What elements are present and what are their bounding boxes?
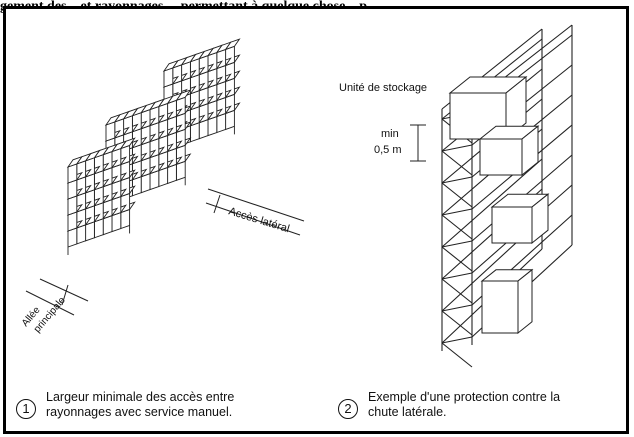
aisle-dimension-lines (25, 188, 305, 316)
caption-2-line-2: chute latérale. (368, 405, 447, 419)
rack-brace (441, 310, 473, 336)
rack-beam (441, 176, 473, 184)
rack-brace (441, 150, 473, 176)
rack-brace (441, 182, 473, 208)
box-top (104, 113, 122, 126)
storage-units (448, 75, 550, 335)
aisle-side-label: Accès latéral (227, 205, 291, 235)
storage-box-side (521, 125, 539, 177)
rack-beam (441, 158, 543, 248)
caption-1-line-1: Largeur minimale des accès entre (46, 390, 235, 404)
box-top (162, 59, 180, 72)
rack-beam (441, 208, 473, 216)
storage-box-side (531, 193, 549, 245)
min-label-2: 0,5 m (374, 144, 402, 156)
min-label-1: min (381, 128, 399, 140)
storage-box (481, 280, 519, 334)
caption-number-1: 1 (16, 399, 36, 419)
shelving-illustration-1 (66, 38, 241, 255)
storage-box (491, 206, 533, 244)
rack-brace (441, 342, 473, 368)
min-distance-marker (410, 124, 426, 162)
rack-beam (441, 336, 473, 344)
storage-box-side (517, 268, 533, 335)
diagram-canvas: Accès latéral Allée principale Unité de … (20, 24, 573, 368)
storage-unit-label: Unité de stockage (339, 82, 427, 94)
box-top (66, 155, 84, 168)
rack-brace (441, 246, 473, 272)
rack-beam (441, 240, 473, 248)
caption-number-2: 2 (338, 399, 358, 419)
figure-frame: Accès latéral Allée principale Unité de … (3, 6, 629, 434)
rack-beam (441, 272, 473, 280)
caption-2: Exemple d'une protection contre la chute… (368, 390, 560, 420)
rack-beam (441, 144, 473, 152)
rack-brace (441, 214, 473, 240)
rack-beam (441, 304, 473, 312)
caption-2-line-1: Exemple d'une protection contre la (368, 390, 561, 404)
caption-1-line-2: rayonnages avec service manuel. (46, 405, 233, 419)
storage-box-side (505, 75, 527, 141)
storage-box (479, 138, 523, 176)
rack-brace (441, 278, 473, 304)
caption-1: Largeur minimale des accès entre rayonna… (46, 390, 234, 420)
